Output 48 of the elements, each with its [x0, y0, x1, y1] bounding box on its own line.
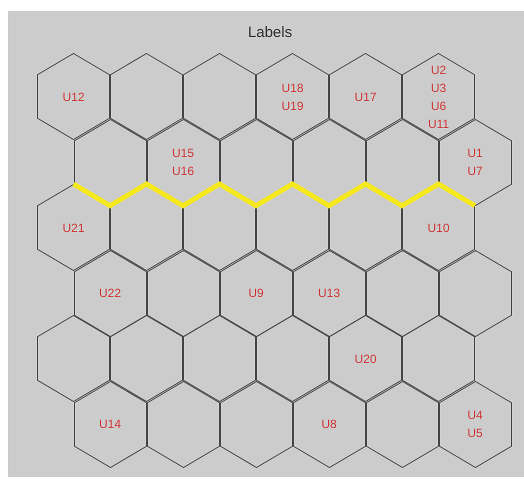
hexagon-cell [438, 380, 512, 468]
unit-label: U1 [467, 145, 483, 162]
unit-label: U14 [98, 416, 121, 433]
hexagon-cell [37, 184, 110, 271]
unit-label: U15 [172, 145, 194, 162]
hexagon-cell [402, 315, 475, 402]
hexagon-cell [74, 380, 146, 468]
hexagon-cell [256, 315, 329, 402]
hexagon-cell [37, 53, 110, 140]
unit-label: U10 [427, 220, 450, 236]
unit-label: U19 [281, 98, 304, 114]
hexagon-cell [292, 250, 366, 336]
hexagon-cell [146, 250, 220, 336]
hexagon-cell [183, 53, 256, 140]
chart-title: Labels [246, 23, 294, 43]
unit-label: U6 [430, 98, 446, 114]
unit-label: U16 [172, 163, 194, 180]
unit-label: U20 [354, 350, 376, 368]
hexagon-cell [366, 380, 438, 468]
unit-label: U12 [62, 88, 84, 106]
hexagon-cell [183, 315, 256, 402]
unit-label: U13 [318, 285, 340, 302]
hexagon-cell [220, 250, 292, 336]
hexagon-cell [110, 315, 183, 402]
unit-label: U3 [430, 80, 446, 96]
hexagon-cell [146, 380, 220, 468]
hexagon-cell [329, 53, 402, 140]
unit-label: U9 [248, 285, 264, 302]
unit-label: U4 [467, 407, 483, 424]
hexagon-cell [220, 380, 292, 468]
hexagon-cell [292, 380, 366, 468]
unit-label: U2 [430, 62, 446, 78]
hexagon-cell [256, 53, 329, 140]
hexagon-cell [74, 250, 146, 336]
hexagon-cell [329, 315, 402, 402]
hexagon-cell [110, 53, 183, 140]
unit-label: U8 [321, 416, 337, 433]
unit-label: U5 [467, 425, 483, 442]
unit-label: U11 [428, 116, 450, 132]
unit-label: U18 [281, 80, 304, 96]
hexagon-cell [37, 315, 110, 402]
unit-label: U17 [354, 88, 376, 106]
unit-label: U22 [98, 285, 121, 302]
hexagon-cell [402, 53, 475, 140]
hexagon-cell [366, 250, 438, 336]
unit-label: U21 [62, 220, 84, 236]
unit-label: U7 [467, 163, 483, 180]
hexagon-cell [438, 250, 512, 336]
